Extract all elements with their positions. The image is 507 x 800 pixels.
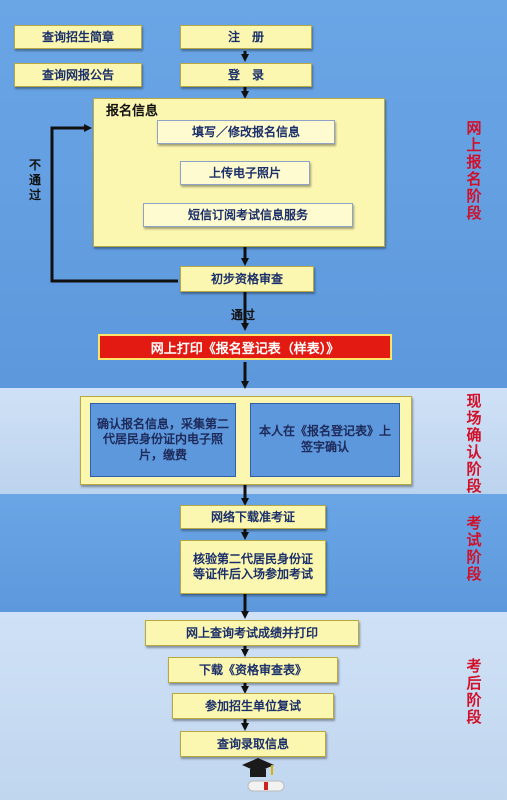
stage-label-exam: 考试阶段 [466,514,482,583]
loop-arrow-not-passed [50,124,178,283]
graduation-cap-icon [242,758,285,792]
download-admission-ticket-step: 网络下载准考证 [180,505,326,529]
passed-label: 通过 [231,308,256,322]
onsite-confirm-info-step: 确认报名信息，采集第二代居民身份证内电子照片，缴费 [90,403,236,477]
stage-label-post-exam: 考后阶段 [466,657,482,726]
not-passed-label: 不通过 [28,158,41,202]
onsite-sign-form-step: 本人在《报名登记表》上签字确认 [250,403,400,477]
query-scores-step: 网上查询考试成绩并打印 [145,620,359,646]
initial-review-step: 初步资格审查 [180,266,314,292]
fill-edit-info-button[interactable]: 填写／修改报名信息 [157,120,335,144]
verify-id-and-enter-exam-step: 核验第二代居民身份证等证件后入场参加考试 [180,540,326,594]
query-admission-brochure-button[interactable]: 查询招生简章 [14,25,142,49]
attend-retest-step: 参加招生单位复试 [172,693,334,719]
register-button[interactable]: 注 册 [180,25,312,49]
sms-subscription-button[interactable]: 短信订阅考试信息服务 [143,203,353,227]
stage-label-online-registration: 网上报名阶段 [466,119,482,222]
download-review-form-step: 下载《资格审查表》 [168,657,338,683]
print-registration-form-step: 网上打印《报名登记表（样表）》 [98,334,392,360]
login-button[interactable]: 登 录 [180,63,312,87]
upload-photo-button[interactable]: 上传电子照片 [180,161,310,185]
query-online-notice-button[interactable]: 查询网报公告 [14,63,142,87]
query-admission-result-step: 查询录取信息 [180,731,326,757]
registration-info-title: 报名信息 [106,104,159,119]
stage-label-onsite-confirmation: 现场确认阶段 [466,392,482,495]
